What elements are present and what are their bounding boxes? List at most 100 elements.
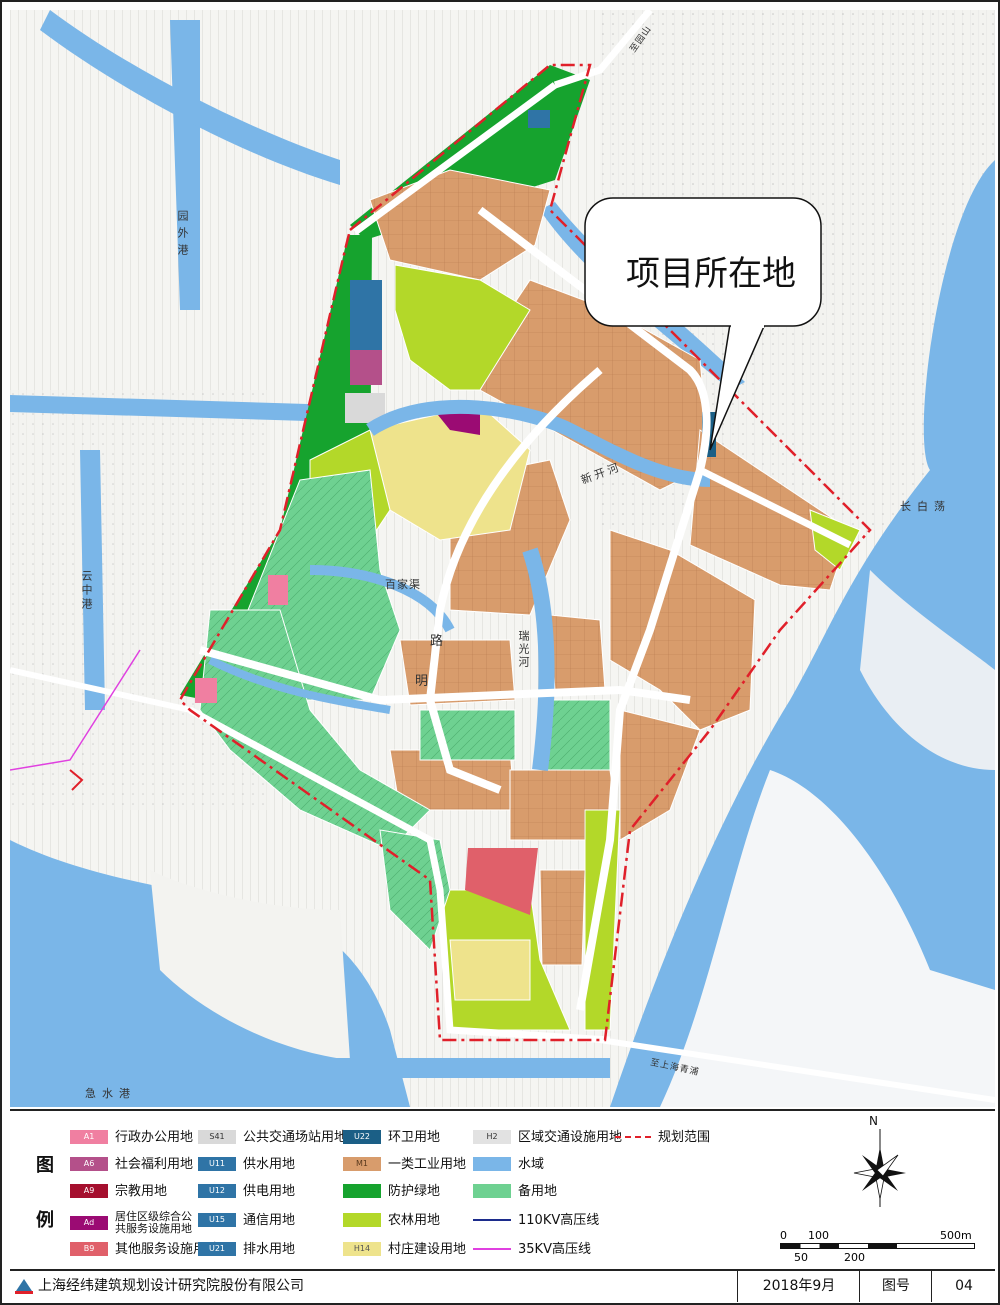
legend-item-35kv: 35KV高压线 (473, 1241, 591, 1257)
legend-item-planning-boundary: 规划范围 (615, 1129, 710, 1145)
line-35kv (10, 649, 141, 771)
scale-label-0: 0 (780, 1229, 787, 1242)
label-yunzhong-river: 云中港 (80, 570, 93, 612)
legend-item-bus-station: S41 公共交通场站用地 (198, 1129, 347, 1145)
north-arrow-icon (853, 1129, 906, 1207)
legend-item-water-supply: U11 供水用地 (198, 1156, 295, 1172)
legend-swatch (473, 1157, 511, 1171)
residential-peninsula (150, 870, 350, 1060)
figure-number: 04 (931, 1271, 996, 1302)
legend-item-water: 水域 (473, 1156, 544, 1172)
scale-label-100: 100 (808, 1229, 829, 1242)
utility-block (350, 280, 382, 350)
legend-item-reserve: 备用地 (473, 1183, 557, 1199)
green-belt-west (180, 235, 372, 700)
legend-label: 110KV高压线 (518, 1212, 600, 1228)
legend-label: 通信用地 (243, 1212, 296, 1228)
legend-swatch: U15 (198, 1213, 236, 1227)
legend-swatch: U21 (198, 1242, 236, 1256)
island-east (860, 570, 995, 770)
road-east-arterial (477, 206, 711, 1011)
land-use-map: 园外港 长白荡 百家渠 新开河 瑞光河 急水港 明 路 至上海青浦 至园山 云中… (10, 10, 995, 1107)
legend-label: 宗教用地 (115, 1183, 168, 1199)
legend-item-drainage: U21 排水用地 (198, 1241, 295, 1257)
reserve-center-east (544, 699, 611, 771)
village-south (449, 939, 531, 1001)
admin-block-1 (268, 575, 288, 605)
road-west-exit (10, 667, 191, 713)
road-to-qingpu (599, 1037, 995, 1103)
legend-label: 村庄建设用地 (388, 1241, 467, 1257)
label-yuanwai-river: 园外港 (176, 210, 189, 261)
legend-item-village: H14 村庄建设用地 (343, 1241, 466, 1257)
legend-swatch: S41 (198, 1130, 236, 1144)
other-services-block (465, 848, 538, 915)
legend-label: 供水用地 (243, 1156, 296, 1172)
road-south (188, 706, 611, 1044)
scale-label-500: 500m (940, 1229, 972, 1242)
legend-line-swatch (473, 1248, 511, 1250)
legend-item-agriculture: 农林用地 (343, 1212, 440, 1228)
callout-project-location: 项目所在地 (626, 254, 796, 294)
legend-swatch (343, 1213, 381, 1227)
industrial-far-south (539, 869, 586, 966)
legend-label: 一类工业用地 (388, 1156, 467, 1172)
industrial-east-south (609, 529, 756, 731)
label-ruiguang-river: 瑞光河 (517, 630, 530, 669)
north-label: N (869, 1114, 878, 1128)
river-xinkaihe (366, 399, 711, 487)
legend-swatch: U22 (343, 1130, 381, 1144)
title-block: 上海经纬建筑规划设计研究院股份有限公司 2018年9月 图号 04 (10, 1269, 995, 1302)
map-legend: 图 例 A1 行政办公用地 A6 社会福利用地 A9 宗教用地 Ad 居住区级综… (10, 1109, 995, 1271)
admin-block-2 (195, 678, 217, 703)
scale-label-200: 200 (844, 1251, 865, 1264)
legend-item-protective-green: 防护绿地 (343, 1183, 440, 1199)
label-jishui-river: 急水港 (85, 1087, 136, 1100)
scale-label-50: 50 (794, 1251, 808, 1264)
river-jishui (10, 1058, 610, 1078)
legend-label: 水域 (518, 1156, 545, 1172)
river-yunzhong (80, 450, 105, 710)
legend-item-110kv: 110KV高压线 (473, 1212, 599, 1228)
legend-label: 35KV高压线 (518, 1241, 591, 1257)
legend-item-welfare: A6 社会福利用地 (70, 1156, 193, 1172)
legend-item-other-services: B9 其他服务设施用地 (70, 1241, 219, 1257)
legend-item-public-service: Ad 居住区级综合公共服务设施用地 (70, 1210, 201, 1236)
legend-label: 排水用地 (243, 1241, 296, 1257)
label-baijiaqu: 百家渠 (385, 578, 421, 591)
legend-swatch: A6 (70, 1157, 108, 1171)
legend-label: 其他服务设施用地 (115, 1241, 220, 1257)
company-name: 上海经纬建筑规划设计研究院股份有限公司 (38, 1278, 304, 1294)
scale-bar-graphic (780, 1243, 975, 1249)
legend-swatch (473, 1184, 511, 1198)
scale-bar: 0 100 500m 50 200 (780, 1229, 985, 1269)
legend-swatch: Ad (70, 1216, 108, 1230)
river-ruiguang (522, 547, 555, 771)
legend-item-telecom: U15 通信用地 (198, 1212, 295, 1228)
canal-southwest (208, 656, 391, 714)
legend-label: 备用地 (518, 1183, 558, 1199)
legend-swatch: A1 (70, 1130, 108, 1144)
legend-item-religion: A9 宗教用地 (70, 1183, 167, 1199)
legend-label: 规划范围 (658, 1129, 711, 1145)
callout-joint (731, 320, 764, 328)
lake-changbai (610, 160, 995, 1107)
industrial-southeast (619, 709, 701, 841)
legend-label: 供电用地 (243, 1183, 296, 1199)
water-supply-block (528, 110, 550, 128)
callout-bubble (584, 197, 822, 327)
canal-west (10, 395, 340, 422)
road-north-exit (553, 10, 653, 89)
island-southeast (660, 770, 995, 1107)
label-changbai-lake: 长白荡 (900, 500, 951, 513)
legend-swatch: U11 (198, 1157, 236, 1171)
legend-label: 居住区级综合公共服务设施用地 (115, 1210, 192, 1235)
road-east-branch (698, 466, 852, 549)
legend-swatch (343, 1184, 381, 1198)
legend-item-power-supply: U12 供电用地 (198, 1183, 295, 1199)
legend-label: 环卫用地 (388, 1129, 441, 1145)
industrial-north (369, 169, 551, 281)
drawing-date: 2018年9月 (737, 1271, 860, 1302)
planning-area (10, 10, 995, 1103)
